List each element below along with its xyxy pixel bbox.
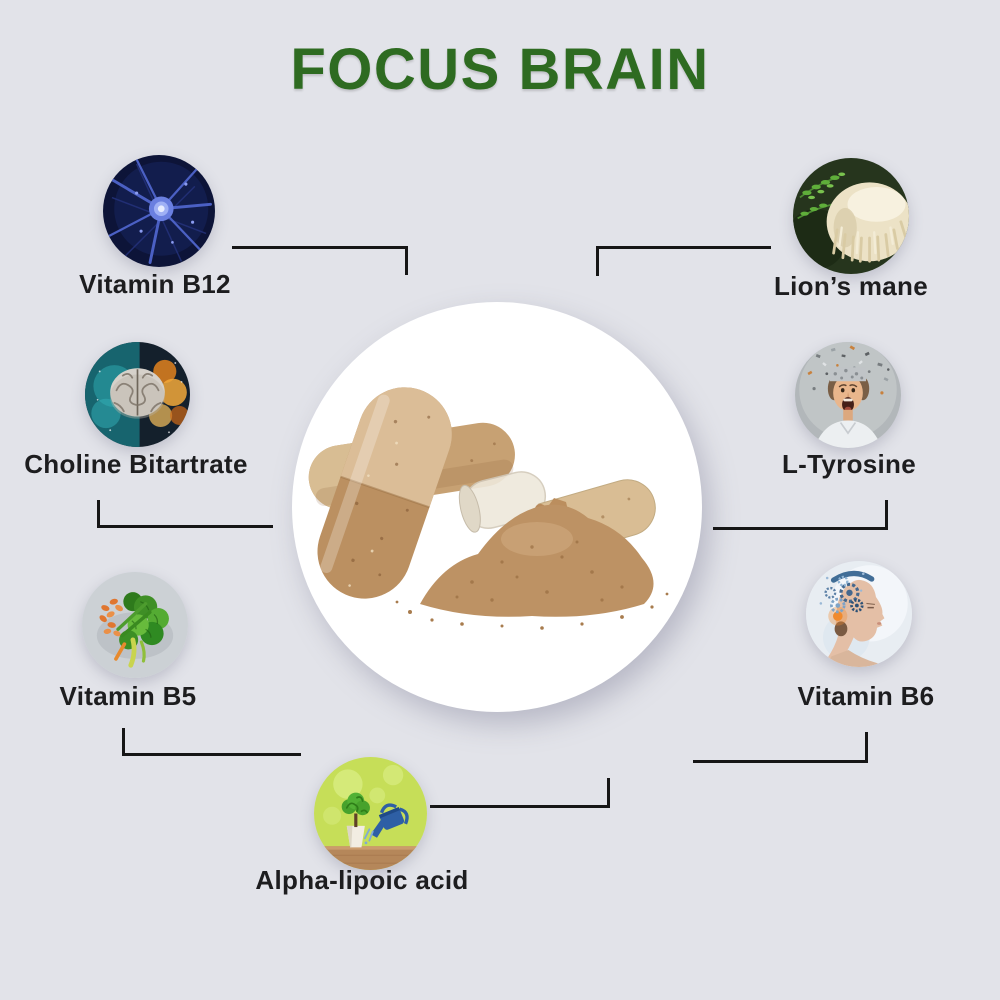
- capsules-powder-icon: [308, 387, 669, 630]
- connector-vitamin-b5: [122, 728, 301, 756]
- neuron-icon: [103, 155, 215, 267]
- vitamin-b12-image: [103, 155, 215, 267]
- connector-vitamin-b12: [232, 246, 408, 275]
- brain-tree-watering-icon: [314, 757, 427, 870]
- label-lions-mane: Lion’s mane: [773, 271, 929, 301]
- brain-hemispheres-icon: [85, 342, 190, 447]
- label-choline-bitartrate: Choline Bitartrate: [24, 449, 248, 479]
- vitamin-b5-image: [82, 572, 188, 678]
- center-capsules-image: [292, 302, 702, 712]
- lions-mane-image: [793, 158, 909, 274]
- gear-brain-woman-icon: [806, 561, 912, 667]
- label-vitamin-b12: Vitamin B12: [79, 269, 231, 299]
- connector-vitamin-b6: [693, 732, 868, 763]
- label-alpha-lipoic-acid: Alpha-lipoic acid: [255, 865, 469, 895]
- connector-l-tyrosine: [713, 500, 888, 530]
- connector-choline-bitartrate: [97, 500, 273, 528]
- label-vitamin-b5: Vitamin B5: [59, 681, 197, 711]
- label-l-tyrosine: L-Tyrosine: [782, 449, 916, 479]
- connector-lions-mane: [596, 246, 771, 276]
- l-tyrosine-image: [795, 342, 901, 448]
- connector-alpha-lipoic-acid: [430, 778, 610, 808]
- choline-bitartrate-image: [85, 342, 190, 447]
- exploding-head-man-icon: [795, 342, 901, 448]
- lions-mane-mushroom-icon: [793, 158, 909, 274]
- vegetable-brain-icon: [82, 572, 188, 678]
- page-title: FOCUS BRAIN: [290, 37, 710, 102]
- alpha-lipoic-acid-image: [314, 757, 427, 870]
- label-vitamin-b6: Vitamin B6: [797, 681, 935, 711]
- vitamin-b6-image: [806, 561, 912, 667]
